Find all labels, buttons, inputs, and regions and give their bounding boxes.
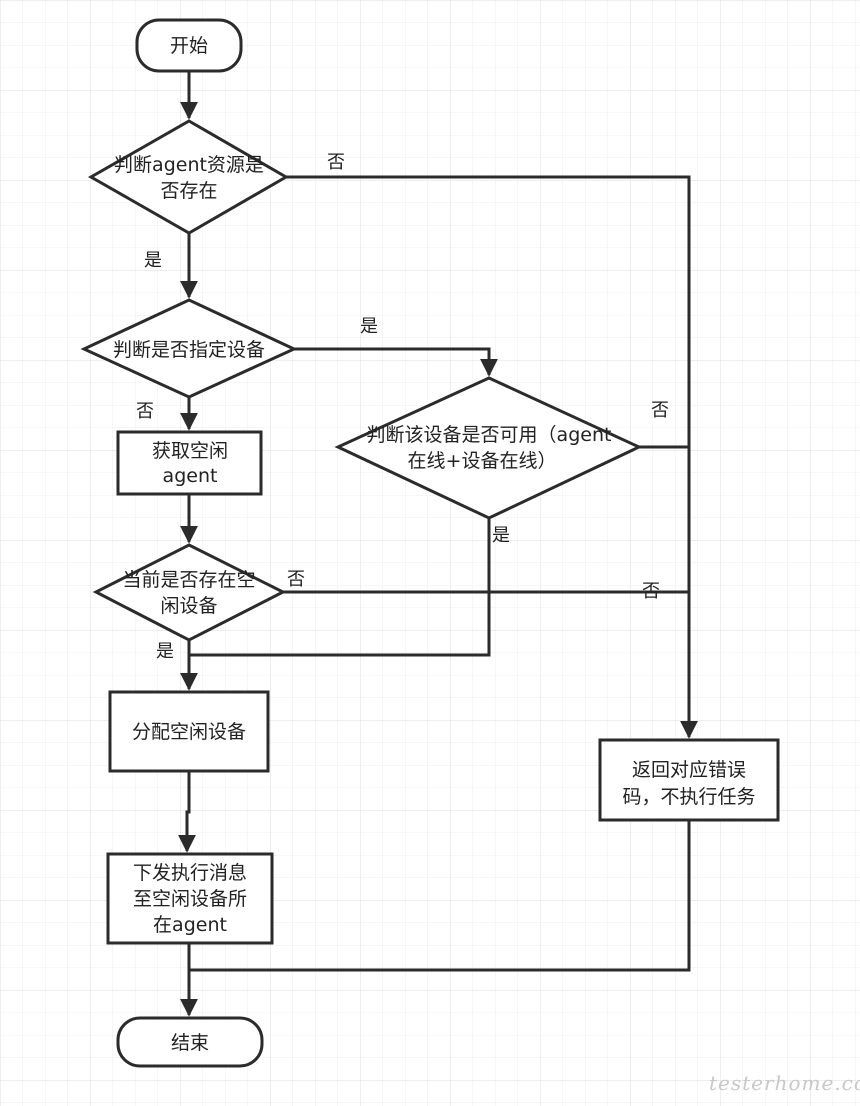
label-avail-yes: 是 bbox=[492, 525, 510, 546]
label-avail-no: 否 bbox=[651, 400, 669, 421]
label-idle-no: 否 bbox=[287, 569, 305, 590]
edges bbox=[178, 72, 698, 1017]
start-node: 开始 bbox=[135, 18, 243, 73]
device-available-label-line1: 判断该设备是否可用（agent bbox=[367, 424, 612, 446]
device-available-label-line2: 在线+设备在线） bbox=[408, 450, 557, 472]
label-agent-yes: 是 bbox=[144, 250, 162, 271]
error-label-line1: 返回对应错误 bbox=[632, 759, 746, 781]
specify-device-decision: 判断是否指定设备 bbox=[80, 298, 298, 399]
assign-idle-device-process: 分配空闲设备 bbox=[108, 690, 270, 773]
idle-exists-label-line1: 当前是否存在空 bbox=[122, 569, 255, 591]
agent-exists-label-line1: 判断agent资源是 bbox=[114, 154, 264, 176]
agent-exists-decision: 判断agent资源是 否存在 bbox=[87, 119, 290, 235]
label-specify-yes: 是 bbox=[360, 316, 378, 337]
start-label: 开始 bbox=[170, 35, 208, 57]
device-available-decision: 判断该设备是否可用（agent 在线+设备在线） bbox=[334, 376, 643, 520]
edge-error-to-end bbox=[189, 820, 691, 972]
end-label: 结束 bbox=[171, 1032, 209, 1054]
label-idle-yes: 是 bbox=[156, 641, 174, 662]
label-agent-no: 否 bbox=[327, 152, 345, 173]
assign-label: 分配空闲设备 bbox=[132, 721, 246, 743]
specify-device-label: 判断是否指定设备 bbox=[113, 339, 265, 361]
get-idle-label-line2: agent bbox=[163, 465, 218, 487]
dispatch-message-process: 下发执行消息 至空闲设备所 在agent bbox=[106, 852, 274, 945]
edge-assign-to-dispatch bbox=[178, 771, 196, 853]
label-idle-no-right: 否 bbox=[642, 581, 660, 602]
edge-agent-no-to-error bbox=[286, 175, 698, 739]
idle-exists-label-line2: 闲设备 bbox=[160, 595, 217, 617]
watermark: testerhome.com bbox=[709, 1071, 860, 1095]
idle-device-exists-decision: 当前是否存在空 闲设备 bbox=[92, 543, 287, 642]
error-label-line2: 码，不执行任务 bbox=[622, 786, 755, 808]
get-idle-agent-process: 获取空闲 agent bbox=[116, 430, 263, 496]
error-return-process: 返回对应错误 码，不执行任务 bbox=[598, 738, 780, 822]
end-node: 结束 bbox=[116, 1016, 264, 1068]
dispatch-label-line2: 至空闲设备所 bbox=[133, 888, 247, 910]
get-idle-label-line1: 获取空闲 bbox=[152, 440, 228, 462]
dispatch-label-line1: 下发执行消息 bbox=[133, 862, 247, 884]
agent-exists-label-line2: 否存在 bbox=[160, 180, 217, 202]
label-specify-no: 否 bbox=[136, 401, 154, 422]
edge-specify-yes-to-avail bbox=[294, 347, 498, 377]
dispatch-label-line3: 在agent bbox=[153, 914, 227, 936]
edge-labels: 否 是 是 否 否 是 否 否 是 bbox=[136, 152, 669, 662]
edge-avail-yes-to-assign bbox=[189, 518, 491, 657]
